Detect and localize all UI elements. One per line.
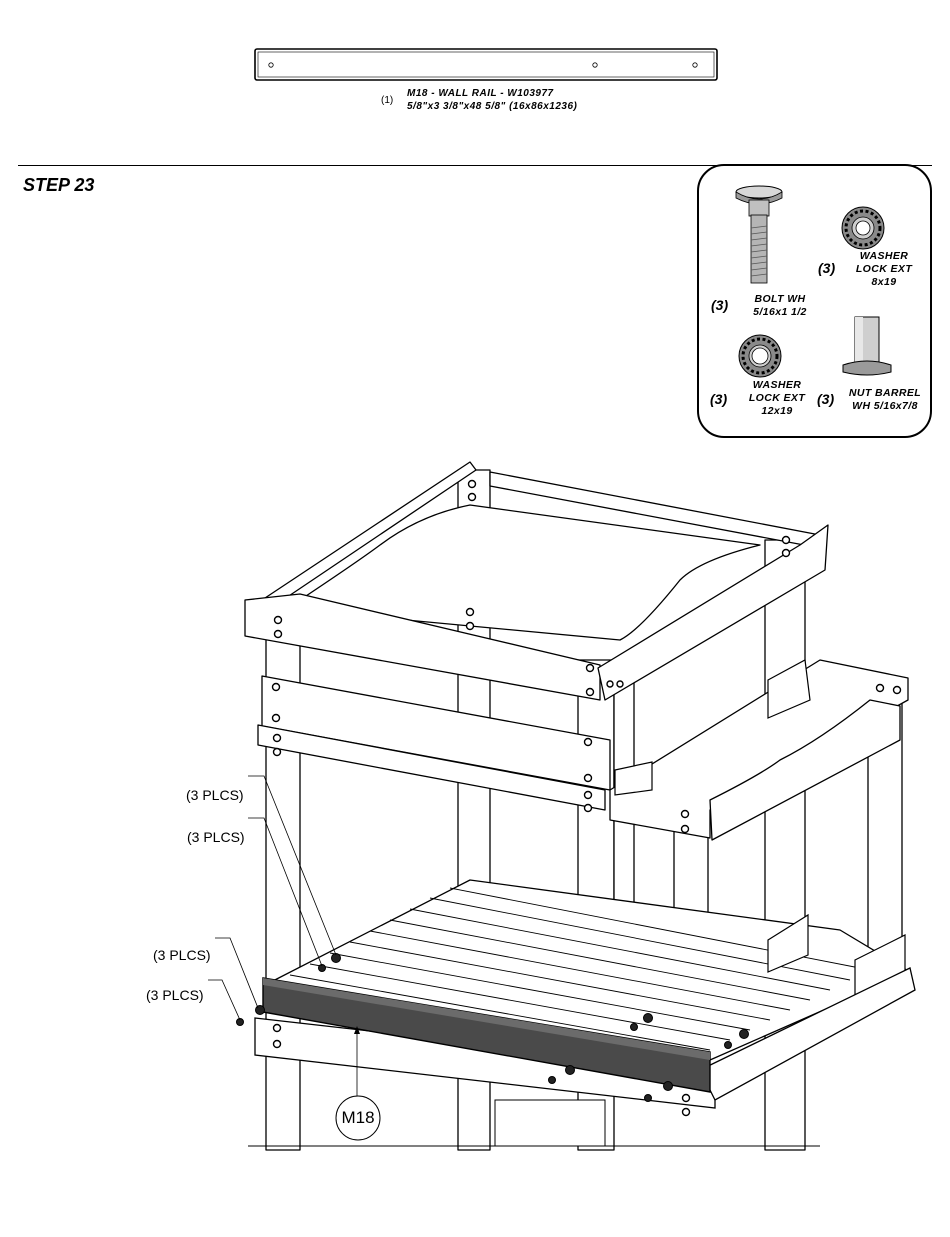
plcs-label: (3 PLCS) [153, 947, 211, 963]
plcs-label: (3 PLCS) [187, 829, 245, 845]
plcs-label: (3 PLCS) [146, 987, 204, 1003]
plcs-label: (3 PLCS) [186, 787, 244, 803]
part-reference-label: M18 [336, 1108, 380, 1128]
